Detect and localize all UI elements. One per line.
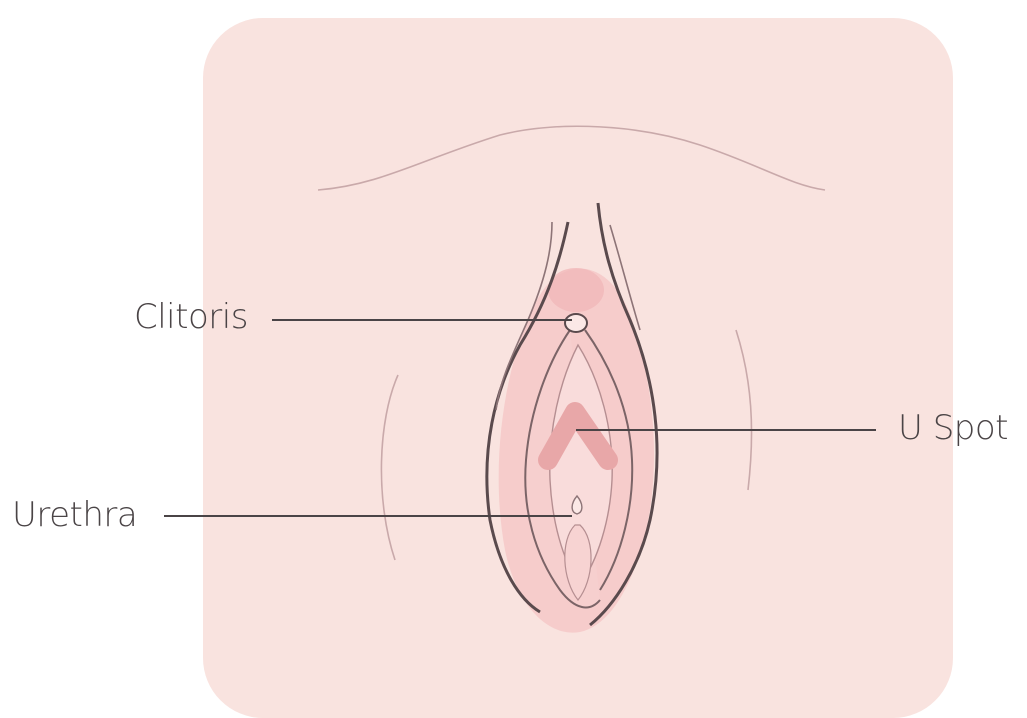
urethra-label: Urethra <box>12 498 137 532</box>
clitoris-label: Clitoris <box>134 300 248 334</box>
clitoris-glans <box>565 314 587 332</box>
clitoral-hood-highlight <box>548 268 604 312</box>
u-spot-label: U Spot <box>898 411 1008 445</box>
